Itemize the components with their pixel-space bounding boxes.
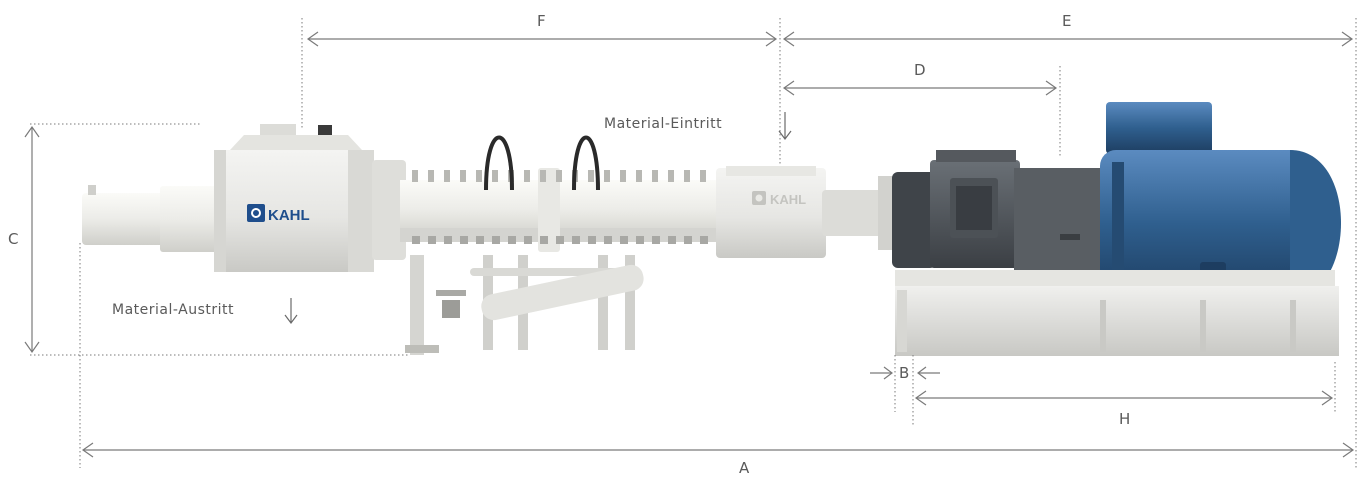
material-outlet-label: Material-Austritt (112, 302, 234, 318)
dimension-e (782, 31, 1354, 47)
dimension-label-e: E (1062, 12, 1072, 30)
barrel-bolt (668, 170, 674, 182)
barrel-clamp (508, 236, 516, 244)
barrel-clamp (428, 236, 436, 244)
barrel-clamp (588, 236, 596, 244)
barrel-flange (372, 160, 406, 260)
barrel-clamp (652, 236, 660, 244)
barrel-bolt (556, 170, 562, 182)
barrel-bolts (412, 170, 708, 244)
inlet-arrow (778, 112, 792, 140)
barrel-clamp (476, 236, 484, 244)
dimension-label-c: C (8, 230, 19, 248)
outlet-arrow (284, 298, 298, 324)
outlet-nozzle (82, 185, 220, 252)
barrel-clamp (700, 236, 708, 244)
barrel-clamp (620, 236, 628, 244)
barrel-clamp (412, 236, 420, 244)
dimension-d (782, 80, 1058, 96)
base-frame (895, 270, 1339, 356)
dimension-b (870, 366, 940, 380)
barrel-bolt (700, 170, 706, 182)
barrel-clamp (572, 236, 580, 244)
die-head-housing: KAHL (214, 124, 374, 272)
kahl-logo-feed: KAHL (752, 191, 806, 207)
barrel-bolt (460, 170, 466, 182)
kahl-logo-front: KAHL (247, 204, 310, 224)
barrel-bolt (428, 170, 434, 182)
barrel-clamp (540, 236, 548, 244)
barrel-clamp (668, 236, 676, 244)
dimension-label-d: D (914, 61, 927, 79)
dimension-label-a: A (739, 459, 750, 477)
barrel-bolt (476, 170, 482, 182)
barrel-bolt (636, 170, 642, 182)
barrel-clamp (492, 236, 500, 244)
dimension-label-f: F (537, 12, 547, 30)
barrel-bolt (620, 170, 626, 182)
barrel-bolt (540, 170, 546, 182)
barrel-bolt (492, 170, 498, 182)
extruder-barrel (400, 168, 720, 252)
barrel-clamp (444, 236, 452, 244)
barrel-bolt (524, 170, 530, 182)
kahl-logo-feed-text: KAHL (770, 192, 806, 207)
kahl-logo-text: KAHL (268, 207, 310, 224)
dimension-a (81, 442, 1355, 458)
dimension-label-b: B (899, 364, 910, 382)
barrel-bolt (588, 170, 594, 182)
barrel-clamp (684, 236, 692, 244)
dimension-h (914, 390, 1334, 406)
dimension-c (24, 125, 40, 354)
barrel-bolt (604, 170, 610, 182)
dimension-label-h: H (1119, 410, 1131, 428)
barrel-clamp (556, 236, 564, 244)
material-inlet-label: Material-Eintritt (604, 116, 723, 132)
barrel-clamp (460, 236, 468, 244)
barrel-bolt (444, 170, 450, 182)
barrel-bolt (652, 170, 658, 182)
support-stand (405, 255, 644, 355)
barrel-clamp (604, 236, 612, 244)
barrel-clamp (636, 236, 644, 244)
barrel-clamp (524, 236, 532, 244)
dimension-f (306, 31, 778, 47)
barrel-bolt (412, 170, 418, 182)
hydraulic-hoses (484, 135, 600, 191)
barrel-bolt (684, 170, 690, 182)
feed-housing: KAHL (716, 166, 826, 258)
